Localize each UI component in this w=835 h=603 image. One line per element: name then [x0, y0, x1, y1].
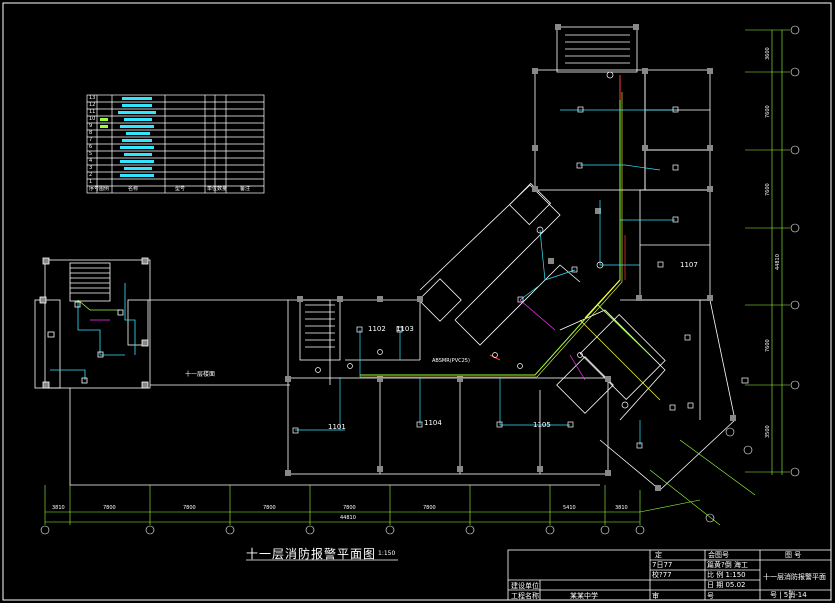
- dim-b3: 7800: [183, 505, 196, 511]
- pipe-label: ABSMR(PVC25): [432, 358, 470, 364]
- dim-r1: 3600: [765, 47, 771, 60]
- dim-b1: 3810: [52, 505, 65, 511]
- floor-label: 十一层楼面: [185, 371, 216, 378]
- legend-row-number: 9: [89, 123, 93, 129]
- legend-row-number: 8: [89, 130, 93, 136]
- dim-b7: 5410: [563, 505, 576, 511]
- legend-table: [86, 94, 265, 194]
- legend-header-cell: 数量: [217, 186, 228, 192]
- axis-bubbles-bottom: [40, 427, 753, 535]
- legend-row-number: 5: [89, 151, 93, 157]
- tb-ding: 定: [655, 551, 662, 559]
- tb-hao: 号: [707, 592, 714, 600]
- legend-row-number: 11: [89, 109, 96, 115]
- legend-header-cell: 备注: [240, 186, 251, 192]
- legend-row-number: 7: [89, 137, 93, 143]
- room-label-1101: 1101: [328, 423, 346, 431]
- dim-b8: 3810: [615, 505, 628, 511]
- dim-r2: 7600: [765, 105, 771, 118]
- title-block: [507, 549, 832, 601]
- tb-jianshe: 建设单位: [511, 582, 539, 590]
- tb-r3c1: 校?77: [652, 571, 672, 579]
- detector-devices: [292, 71, 749, 449]
- room-label-1103: 1103: [396, 325, 414, 333]
- tb-r3c2: 比 例 1:150: [707, 571, 746, 579]
- tb-r2c2: 篇黄?倒 海工: [707, 561, 748, 569]
- tb-r4c2: 日 期 05.02: [707, 581, 746, 589]
- dim-b2: 7800: [103, 505, 116, 511]
- dim-r4: 7600: [765, 339, 771, 352]
- legend-row-number: 2: [89, 172, 93, 178]
- legend-row-number: 10: [89, 116, 96, 122]
- room-label-1102: 1102: [368, 325, 386, 333]
- tb-sheet-no: 号 | 5消-14: [770, 591, 807, 599]
- legend-header-cell: 型号: [175, 186, 186, 192]
- legend-header-cell: 图例: [99, 186, 110, 192]
- legend-header-cell: 序号: [89, 186, 100, 192]
- dim-right-total: 44810: [775, 254, 781, 270]
- legend-row-number: 12: [89, 102, 96, 108]
- dim-bottom-total: 44810: [340, 515, 356, 521]
- room-label-1107: 1107: [680, 261, 698, 269]
- main-building-cables: [295, 75, 675, 445]
- room-label-1104: 1104: [424, 419, 442, 427]
- legend-row-number: 3: [89, 165, 93, 171]
- legend-row-number: 1: [89, 179, 93, 185]
- main-building-walls: [285, 24, 736, 491]
- tb-shen: 审: [652, 592, 659, 600]
- axis-bubbles-right: [790, 25, 800, 477]
- tb-gongcheng: 工程名称: [511, 592, 539, 600]
- dim-r5: 3500: [765, 425, 771, 438]
- dim-r3: 7600: [765, 183, 771, 196]
- drawing-title: 十一层消防报警平面图: [246, 547, 377, 561]
- dim-b6: 7800: [423, 505, 436, 511]
- dimension-lines-right: [745, 29, 790, 475]
- dim-b5: 7800: [343, 505, 356, 511]
- tb-school: 某某中学: [570, 592, 598, 600]
- legend-row-number: 13: [89, 95, 96, 101]
- legend-row-number: 6: [89, 144, 93, 150]
- tb-sheet-title: 十一层消防报警平面: [763, 573, 826, 581]
- left-building-cables: [47, 283, 136, 384]
- dim-b4: 7800: [263, 505, 276, 511]
- drawing-scale: 1:150: [378, 550, 396, 557]
- room-label-1105: 1105: [533, 421, 551, 429]
- legend-header-cell: 名称: [128, 186, 139, 192]
- tb-huitu: 会图号: [708, 551, 729, 559]
- dimension-lines-bottom: [44, 439, 756, 526]
- tb-r2c1: 7日77: [652, 561, 673, 569]
- tb-tuhao: 图 号: [785, 551, 802, 559]
- left-building: [34, 257, 600, 486]
- legend-header-cell: 单位: [207, 186, 218, 192]
- legend-row-number: 4: [89, 158, 93, 164]
